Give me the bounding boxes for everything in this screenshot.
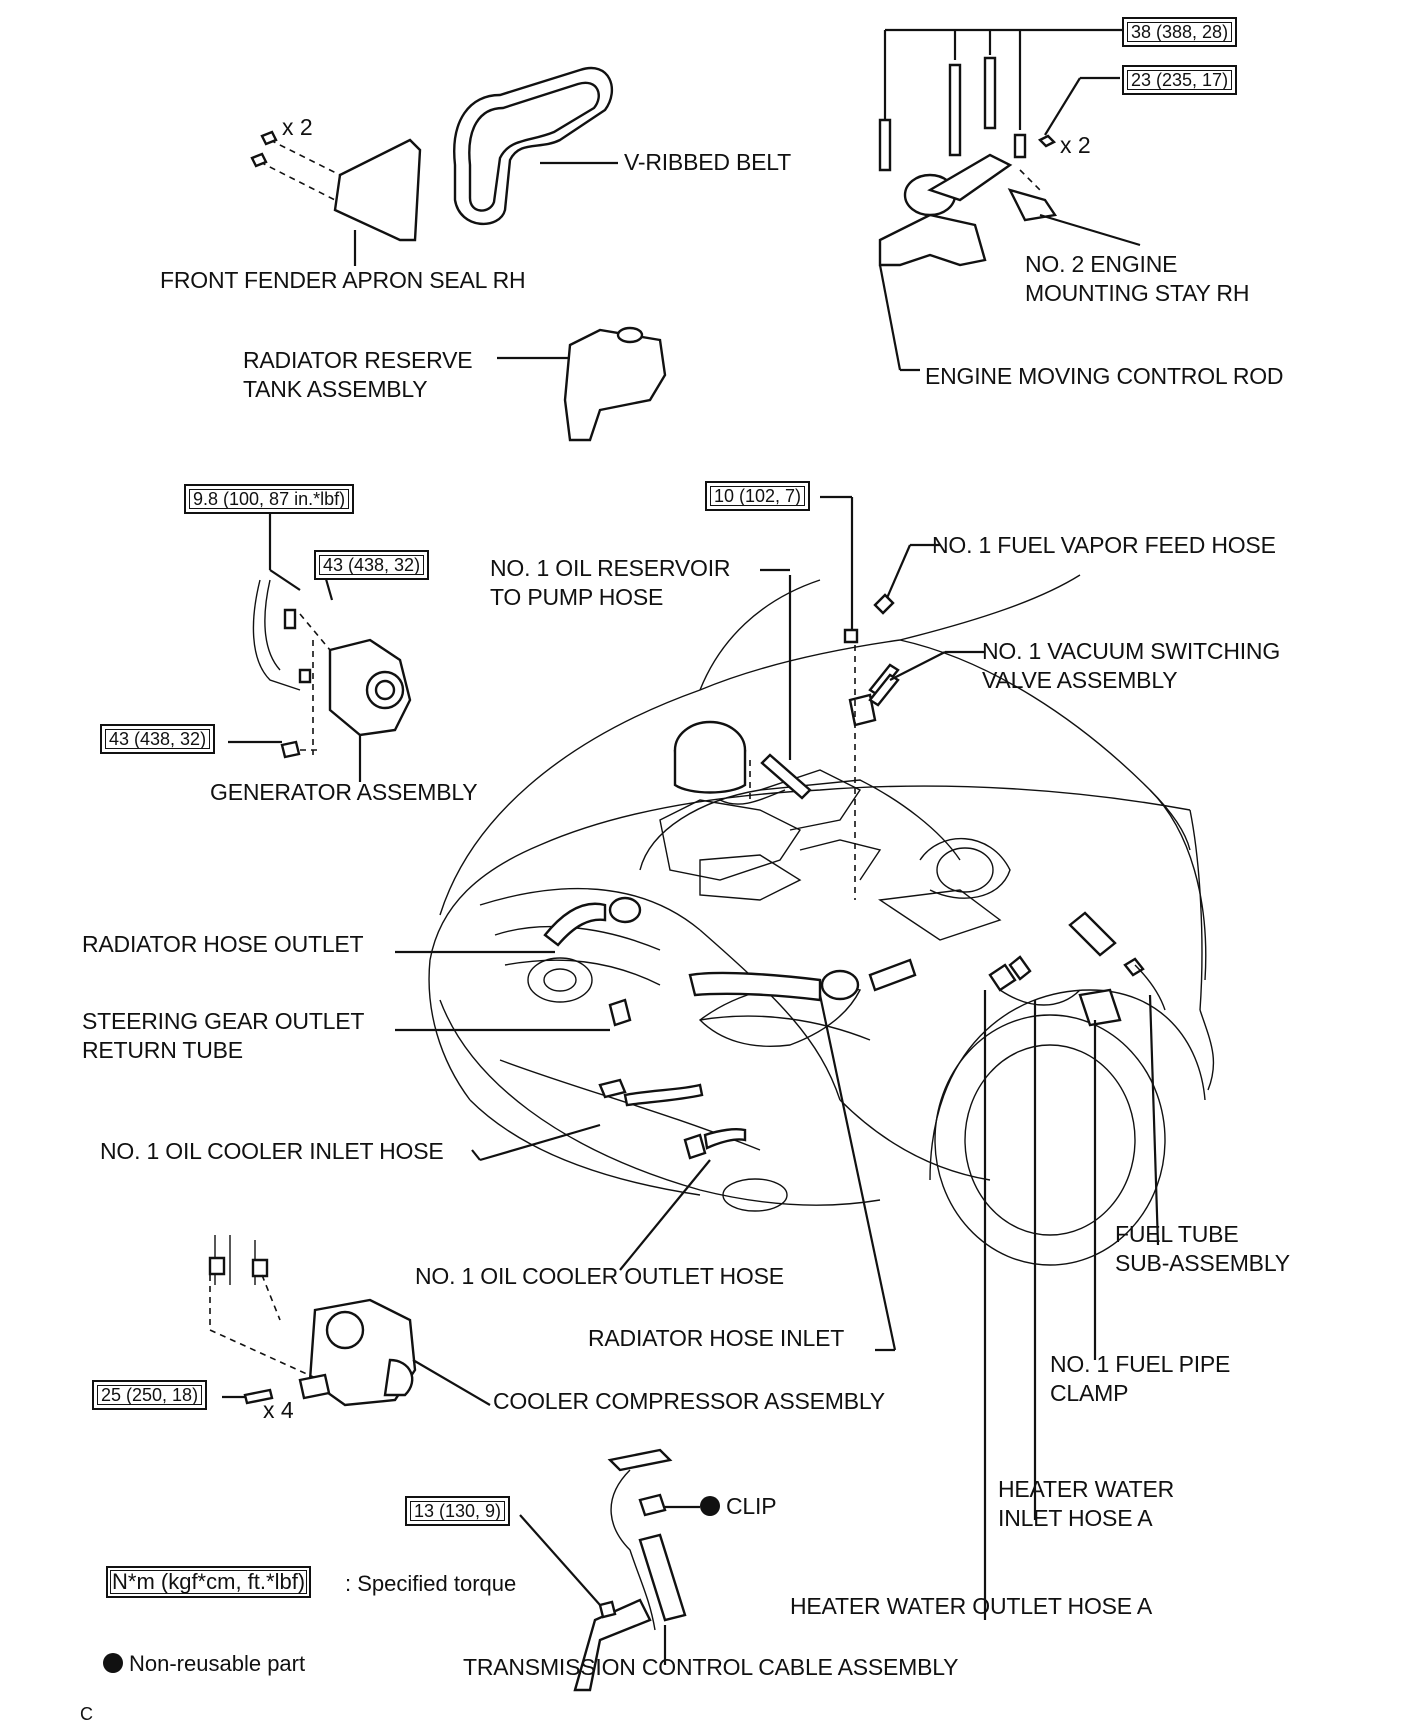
label-heater-water-outlet-hose: HEATER WATER OUTLET HOSE A (790, 1593, 1153, 1619)
legend-nonreusable: Non-reusable part (103, 1651, 305, 1677)
transmission-control-cable-part (519, 1448, 700, 1692)
label-no1-fuel-pipe-clamp-line1: NO. 1 FUEL PIPE (1050, 1351, 1231, 1377)
label-generator-assembly: GENERATOR ASSEMBLY (210, 779, 478, 805)
multiplier-compressor-bolts: x 4 (263, 1397, 294, 1423)
generator-part (228, 508, 412, 782)
legend-torque-unit: N*m (kgf*cm, ft.*lbf) (106, 1566, 312, 1598)
v-ribbed-belt-part (453, 66, 614, 225)
engine-mounting-part (878, 28, 1141, 372)
heater-hoses-part (983, 911, 1166, 1620)
leader-lines (353, 161, 618, 1161)
label-no1-vacuum-switching-line1: NO. 1 VACUUM SWITCHING (982, 638, 1281, 664)
label-fuel-tube-line2: SUB-ASSEMBLY (1115, 1250, 1290, 1276)
torque-38: 38 (388, 28) (1122, 17, 1238, 47)
vehicle-front-outline (428, 574, 1215, 1266)
torque-43-upper: 43 (438, 32) (314, 550, 430, 580)
label-no1-oil-reservoir-line2: TO PUMP HOSE (490, 584, 664, 610)
nonreusable-dot-icon (103, 1653, 123, 1673)
label-steering-gear-outlet-line1: STEERING GEAR OUTLET (82, 1008, 365, 1034)
oil-reservoir-part (673, 568, 812, 805)
label-clip: CLIP (700, 1492, 777, 1521)
label-no1-fuel-pipe-clamp-line2: CLAMP (1050, 1380, 1129, 1406)
label-front-fender-apron-seal: FRONT FENDER APRON SEAL RH (160, 267, 526, 293)
label-clip-text: CLIP (726, 1493, 777, 1519)
label-radiator-reserve-tank-line1: RADIATOR RESERVE (243, 347, 473, 373)
nonreusable-dot-icon (700, 1496, 720, 1516)
cooler-compressor-part (208, 1235, 491, 1407)
oil-cooler-hoses-part (395, 998, 747, 1271)
label-heater-water-inlet-line2: INLET HOSE A (998, 1505, 1153, 1531)
radiator-reserve-tank-part (563, 326, 667, 442)
label-fuel-tube-line1: FUEL TUBE (1115, 1221, 1239, 1247)
vacuum-switching-valve-part (820, 495, 985, 900)
footer-code: C (80, 1704, 93, 1724)
label-steering-gear-outlet-line2: RETURN TUBE (82, 1037, 243, 1063)
label-no1-oil-reservoir-line1: NO. 1 OIL RESERVOIR (490, 555, 731, 581)
label-cooler-compressor-assembly: COOLER COMPRESSOR ASSEMBLY (493, 1388, 885, 1414)
label-radiator-reserve-tank-line2: TANK ASSEMBLY (243, 376, 428, 402)
label-transmission-control-cable: TRANSMISSION CONTROL CABLE ASSEMBLY (463, 1654, 959, 1680)
label-no1-fuel-vapor-feed-hose: NO. 1 FUEL VAPOR FEED HOSE (932, 532, 1276, 558)
label-v-ribbed-belt: V-RIBBED BELT (624, 149, 791, 175)
label-no1-oil-cooler-outlet-hose: NO. 1 OIL COOLER OUTLET HOSE (415, 1263, 784, 1289)
label-no2-engine-mounting-stay-line2: MOUNTING STAY RH (1025, 280, 1250, 306)
torque-23: 23 (235, 17) (1122, 65, 1238, 95)
label-no1-vacuum-switching-line2: VALVE ASSEMBLY (982, 667, 1178, 693)
torque-10: 10 (102, 7) (705, 481, 811, 511)
legend-torque-desc: : Specified torque (345, 1571, 517, 1596)
label-radiator-hose-inlet: RADIATOR HOSE INLET (588, 1325, 845, 1351)
torque-43-lower: 43 (438, 32) (100, 724, 216, 754)
multiplier-fender-bolts: x 2 (282, 114, 313, 140)
radiator-hoses-part (395, 896, 917, 1352)
torque-9-8: 9.8 (100, 87 in.*lbf) (184, 484, 355, 514)
label-heater-water-inlet-line1: HEATER WATER (998, 1476, 1175, 1502)
multiplier-stay-nuts: x 2 (1060, 132, 1091, 158)
label-radiator-hose-outlet: RADIATOR HOSE OUTLET (82, 931, 364, 957)
front-fender-apron-seal-part (250, 130, 422, 242)
torque-13: 13 (130, 9) (405, 1496, 511, 1526)
legend-nonreusable-text: Non-reusable part (129, 1651, 306, 1676)
label-engine-moving-control-rod: ENGINE MOVING CONTROL ROD (925, 363, 1284, 389)
label-no1-oil-cooler-inlet-hose: NO. 1 OIL COOLER INLET HOSE (100, 1138, 444, 1164)
torque-25: 25 (250, 18) (92, 1380, 208, 1410)
label-no2-engine-mounting-stay-line1: NO. 2 ENGINE (1025, 251, 1178, 277)
